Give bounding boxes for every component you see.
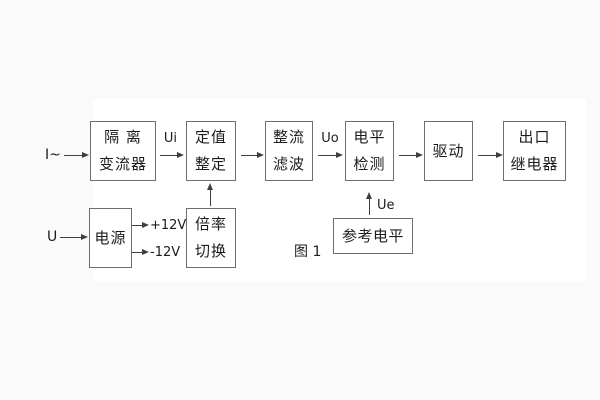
arrowhead-input-to-isolation bbox=[82, 151, 89, 158]
block-text-line: 电平 bbox=[353, 128, 386, 146]
arrowhead-reference-to-level bbox=[365, 192, 372, 199]
block-text-line: 隔 离 bbox=[104, 128, 142, 146]
arrow-line-driver-to-relay bbox=[478, 155, 496, 156]
arrowhead-rectifier-to-level bbox=[336, 151, 343, 158]
arrow-line-rectifier-to-level bbox=[318, 155, 336, 156]
label-ui: Ui bbox=[163, 131, 178, 146]
figure-caption: 图 1 bbox=[294, 244, 322, 260]
arrow-line-voltage-to-power bbox=[60, 237, 81, 238]
arrowhead-ratio-to-setpoint bbox=[206, 183, 213, 190]
arrowhead-power-to-plus12 bbox=[142, 221, 149, 228]
block-text-line: 整定 bbox=[194, 155, 227, 173]
block-driver: 驱动 bbox=[424, 121, 473, 181]
block-level-detection: 电平 检测 bbox=[345, 121, 394, 181]
block-text-line: 定值 bbox=[194, 128, 227, 146]
arrowhead-driver-to-relay bbox=[496, 151, 503, 158]
block-setpoint-setting: 定值 整定 bbox=[186, 121, 236, 181]
block-text-line: 驱动 bbox=[432, 142, 465, 160]
arrow-line-power-to-plus12 bbox=[132, 225, 142, 226]
label-plus-12v: +12V bbox=[150, 218, 187, 233]
block-text-line: 切换 bbox=[194, 242, 227, 260]
arrowhead-power-to-minus12 bbox=[142, 248, 149, 255]
arrow-line-power-to-minus12 bbox=[132, 252, 142, 253]
block-ratio-switching: 倍率 切换 bbox=[186, 208, 236, 268]
block-text-line: 电源 bbox=[94, 229, 127, 247]
arrow-line-ratio-to-setpoint bbox=[210, 190, 211, 206]
arrowhead-level-to-driver bbox=[416, 151, 423, 158]
arrowhead-isolation-to-setpoint bbox=[177, 151, 184, 158]
block-text-line: 出口 bbox=[518, 128, 551, 146]
arrow-line-isolation-to-setpoint bbox=[160, 155, 177, 156]
block-text-line: 倍率 bbox=[194, 215, 227, 233]
arrow-line-reference-to-level bbox=[369, 199, 370, 215]
arrowhead-voltage-to-power bbox=[81, 233, 88, 240]
block-rectifier-filter: 整流 滤波 bbox=[265, 121, 313, 181]
label-uo: Uo bbox=[321, 131, 339, 146]
arrow-line-input-to-isolation bbox=[64, 155, 83, 156]
block-text-line: 继电器 bbox=[510, 155, 559, 173]
block-output-relay: 出口 继电器 bbox=[503, 121, 566, 181]
label-input-current: I~ bbox=[45, 147, 61, 163]
block-text-line: 参考电平 bbox=[341, 227, 404, 245]
label-minus-12v: -12V bbox=[150, 245, 181, 260]
label-ue: Ue bbox=[377, 198, 395, 213]
block-text-line: 滤波 bbox=[272, 155, 305, 173]
block-reference-level: 参考电平 bbox=[333, 218, 413, 254]
block-isolation-transformer: 隔 离 变流器 bbox=[90, 121, 156, 181]
block-power-supply: 电源 bbox=[89, 208, 132, 268]
block-text-line: 整流 bbox=[272, 128, 305, 146]
label-input-voltage: U bbox=[47, 229, 58, 245]
arrow-line-level-to-driver bbox=[399, 155, 416, 156]
arrow-line-setpoint-to-rectifier bbox=[241, 155, 257, 156]
arrowhead-setpoint-to-rectifier bbox=[257, 151, 264, 158]
block-text-line: 变流器 bbox=[98, 155, 147, 173]
block-text-line: 检测 bbox=[353, 155, 386, 173]
